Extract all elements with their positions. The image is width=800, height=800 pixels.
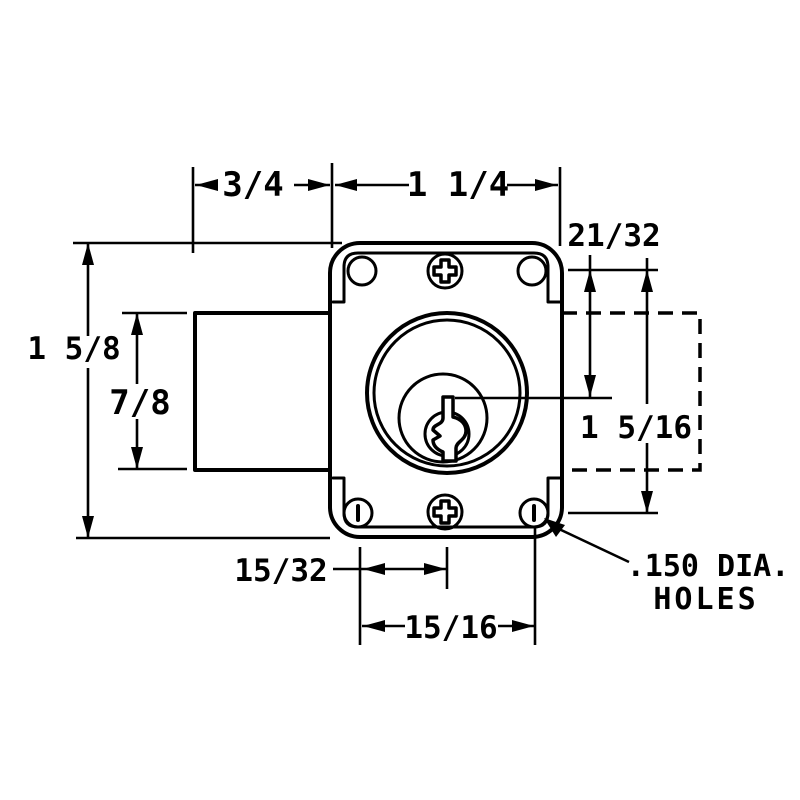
note-holes-line2: HOLES	[653, 582, 758, 617]
dimension-lines	[73, 163, 658, 645]
dim-label-hole-span-horizontal: 15/16	[404, 610, 497, 646]
mounting-hole-top-left	[346, 255, 378, 287]
arrow-up-icon	[131, 313, 143, 335]
lock-body-outline	[328, 241, 564, 539]
arrow-left-icon	[335, 179, 357, 191]
arrow-left-icon	[363, 620, 385, 632]
dim-label-overall-height: 1 5/8	[27, 331, 120, 367]
arrow-left-icon	[363, 563, 385, 575]
note-holes-line1: .150 DIA.	[627, 549, 790, 584]
arrow-up-icon	[82, 243, 94, 265]
arrowheads	[82, 179, 653, 632]
dim-label-housing-height: 7/8	[109, 383, 170, 423]
dimension-labels: 3/4 1 1/4 21/32 1 5/8 7/8 1 5/16 15/32 1…	[27, 165, 789, 646]
arrow-down-icon	[641, 491, 653, 513]
mounting-hole-bottom-right	[518, 497, 550, 529]
rear-housing-solid	[193, 311, 332, 472]
lock-front-view	[193, 241, 702, 539]
dim-label-top-left: 3/4	[222, 165, 283, 205]
arrow-down-icon	[584, 375, 596, 397]
keyway-slot	[431, 395, 468, 463]
dim-label-top-right: 1 1/4	[407, 165, 509, 205]
arrow-down-icon	[82, 516, 94, 538]
arrow-right-icon	[512, 620, 534, 632]
mounting-hole-bottom-left	[342, 497, 374, 529]
screw-bottom	[426, 493, 464, 531]
arrow-right-icon	[424, 563, 446, 575]
leader-line-holes-note	[558, 527, 630, 564]
arrow-right-icon	[308, 179, 330, 191]
arrow-right-icon	[535, 179, 557, 191]
arrow-up-icon	[584, 270, 596, 292]
phillips-cross-bottom-icon	[432, 499, 458, 525]
screw-top	[426, 252, 464, 290]
dim-label-hole-to-center: 21/32	[567, 218, 660, 254]
arrow-left-icon	[196, 179, 218, 191]
cylinder-bezel-outer	[365, 311, 529, 475]
mounting-hole-top-right	[516, 255, 548, 287]
rear-housing-hidden	[562, 311, 702, 472]
leader-arrow-icon	[544, 518, 565, 537]
cylinder-bezel-inner	[372, 318, 522, 468]
phillips-cross-top-icon	[432, 258, 458, 284]
dim-label-hole-to-centerline: 15/32	[234, 553, 327, 589]
arrow-up-icon	[641, 270, 653, 292]
dim-label-hole-span-vertical: 1 5/16	[580, 410, 692, 446]
arrow-down-icon	[131, 447, 143, 469]
